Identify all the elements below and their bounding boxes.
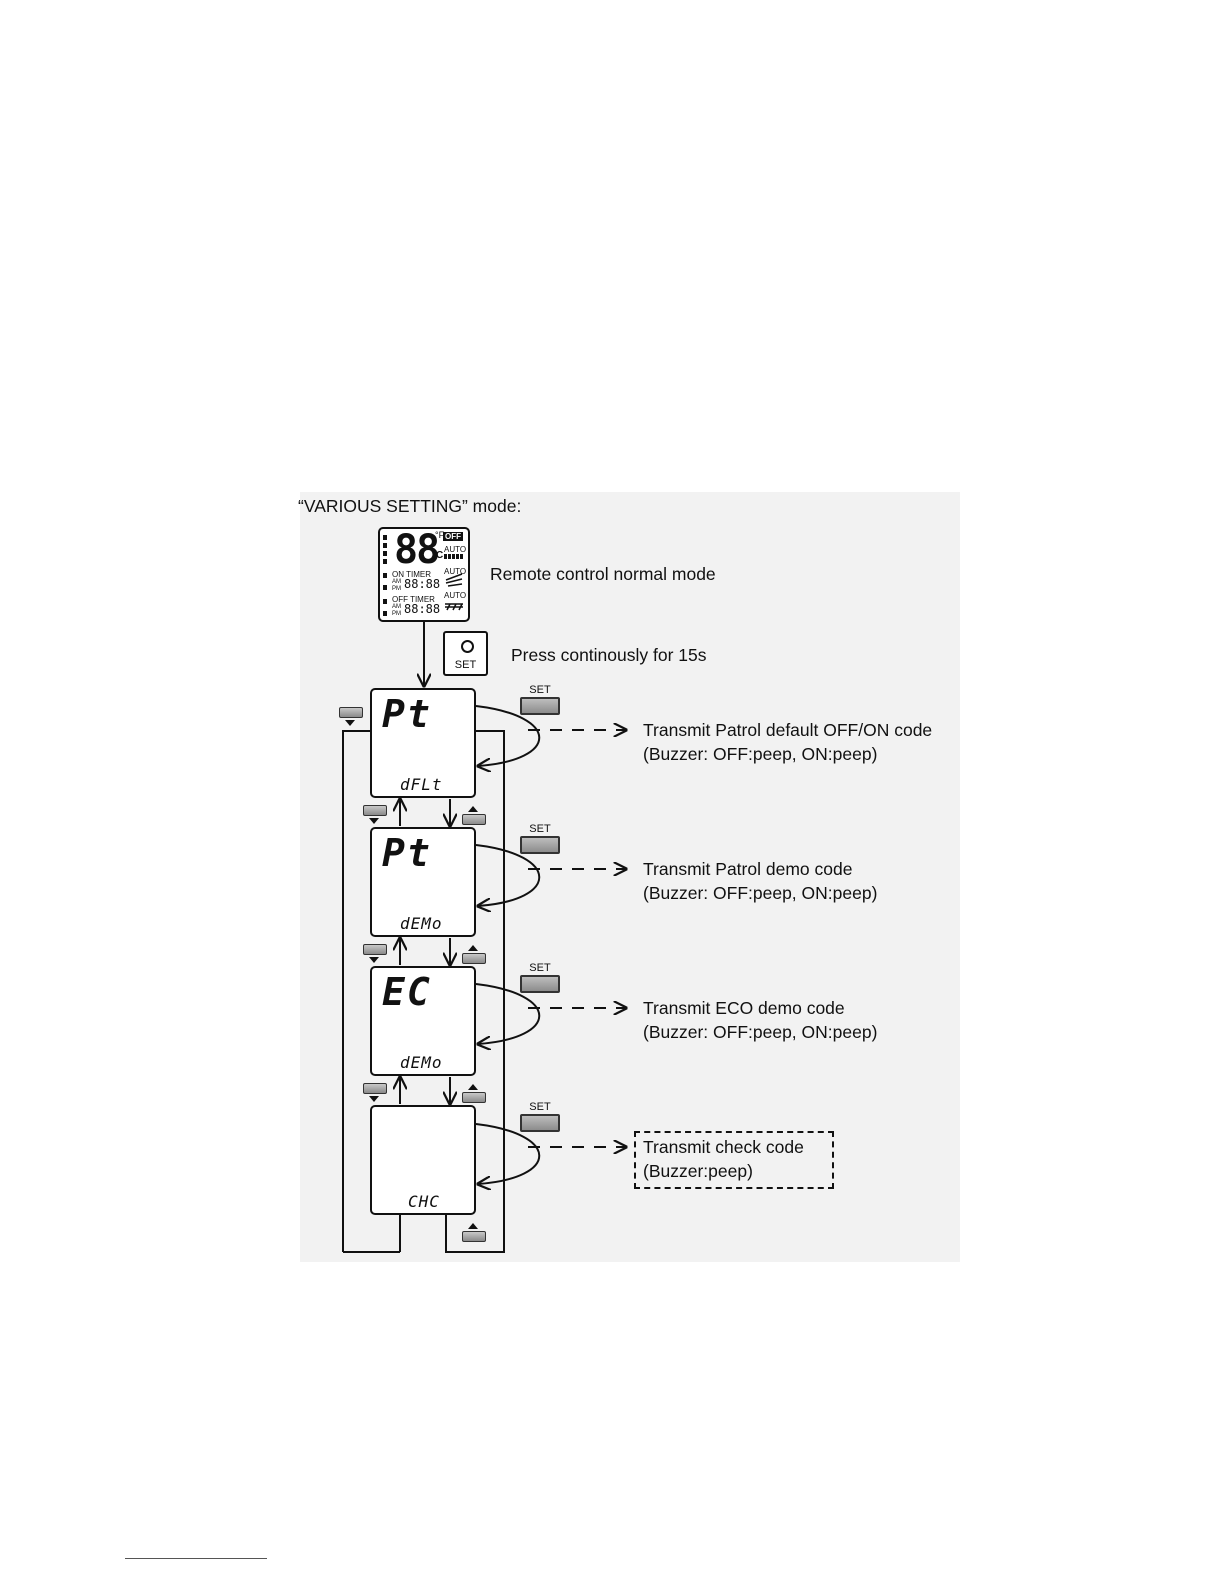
up-button-key xyxy=(462,1092,486,1103)
down-arrow-icon xyxy=(369,1096,379,1102)
lcd-step-patrol-demo: Pt dEMo xyxy=(370,827,476,937)
down-arrow-icon xyxy=(369,957,379,963)
remote-lcd-display: 88 °F C OFF AUTO AUTO AUTO ON TIMER AM P… xyxy=(378,527,470,622)
up-arrow-icon xyxy=(468,945,478,951)
on-timer-time: 88:88 xyxy=(404,577,441,591)
press-instruction: Press continously for 15s xyxy=(511,645,707,665)
down-button[interactable] xyxy=(363,1083,387,1105)
step-buzzer-note: (Buzzer:peep) xyxy=(643,1161,753,1181)
lcd-step-eco-demo: EC dEMo xyxy=(370,966,476,1076)
set-button[interactable]: SET xyxy=(518,962,562,993)
step-buzzer-note: (Buzzer: OFF:peep, ON:peep) xyxy=(643,1022,878,1042)
set-button-key xyxy=(520,1114,560,1132)
lcd-indicator xyxy=(383,551,387,556)
up-button[interactable] xyxy=(462,1082,486,1104)
am-label: AM xyxy=(392,579,401,585)
lcd-indicator xyxy=(383,535,387,540)
up-button[interactable] xyxy=(462,1221,486,1243)
lcd-bottom-code: dFLt xyxy=(400,775,443,794)
down-button-key xyxy=(339,707,363,718)
set-button-key xyxy=(520,697,560,715)
lcd-indicator xyxy=(383,611,387,616)
step-description: Transmit Patrol demo code xyxy=(643,859,853,879)
check-code-dashed-box xyxy=(634,1131,834,1189)
fan-and-louver-icon xyxy=(444,554,463,611)
step-buzzer-note: (Buzzer: OFF:peep, ON:peep) xyxy=(643,744,878,764)
down-arrow-icon xyxy=(345,720,355,726)
lcd-step-check-code: CHC xyxy=(370,1105,476,1215)
step-description: Transmit check code xyxy=(643,1137,804,1157)
off-timer-time: 88:88 xyxy=(404,602,441,616)
up-button[interactable] xyxy=(462,943,486,965)
am-label: AM xyxy=(392,604,401,610)
lcd-indicator xyxy=(383,543,387,548)
set-button-label: SET xyxy=(529,1101,551,1113)
up-button-key xyxy=(462,814,486,825)
set-button-label: SET xyxy=(529,823,551,835)
lcd-top-code: EC xyxy=(382,970,432,1014)
auto-label: AUTO xyxy=(444,567,467,576)
set-button[interactable]: SET xyxy=(518,1101,562,1132)
up-button-key xyxy=(462,1231,486,1242)
lcd-top-code: Pt xyxy=(382,692,432,736)
lcd-bottom-code: dEMo xyxy=(400,1053,443,1072)
pm-label: PM xyxy=(392,611,401,617)
celsius-unit: C xyxy=(436,550,444,561)
set-button[interactable]: SET xyxy=(518,684,562,715)
lcd-top-code: Pt xyxy=(382,831,432,875)
set-key[interactable]: SET xyxy=(443,631,488,676)
auto-label: AUTO xyxy=(444,545,467,554)
set-button-label: SET xyxy=(529,684,551,696)
footnote-divider xyxy=(125,1558,267,1559)
set-key-label: SET xyxy=(454,659,477,671)
step-description: Transmit ECO demo code xyxy=(643,998,845,1018)
set-button-label: SET xyxy=(529,962,551,974)
down-button-key xyxy=(363,944,387,955)
down-button[interactable] xyxy=(363,944,387,966)
set-button[interactable]: SET xyxy=(518,823,562,854)
up-button-key xyxy=(462,953,486,964)
auto-label: AUTO xyxy=(444,591,467,600)
lcd-bottom-code: CHC xyxy=(408,1192,440,1211)
step-description: Transmit Patrol default OFF/ON code xyxy=(643,720,933,740)
on-timer-label: ON TIMER xyxy=(392,570,431,579)
set-button-key xyxy=(520,975,560,993)
lcd-indicator xyxy=(383,585,387,590)
down-button-key xyxy=(363,805,387,816)
down-button-key xyxy=(363,1083,387,1094)
off-badge: OFF xyxy=(443,532,463,541)
lcd-step-patrol-default: Pt dFLt xyxy=(370,688,476,798)
set-key-dot-icon xyxy=(461,640,474,653)
lcd-indicator xyxy=(383,573,387,578)
step-buzzer-note: (Buzzer: OFF:peep, ON:peep) xyxy=(643,883,878,903)
lcd-indicator xyxy=(383,559,387,564)
down-arrow-icon xyxy=(369,818,379,824)
lcd-indicator xyxy=(383,599,387,604)
up-arrow-icon xyxy=(468,1084,478,1090)
fahrenheit-unit: °F xyxy=(435,530,445,540)
up-button[interactable] xyxy=(462,804,486,826)
up-arrow-icon xyxy=(468,1223,478,1229)
down-button[interactable] xyxy=(363,805,387,827)
set-button-key xyxy=(520,836,560,854)
temperature-digits: 88 xyxy=(394,527,440,573)
lcd-bottom-code: dEMo xyxy=(400,914,443,933)
pm-label: PM xyxy=(392,586,401,592)
diagram-title: “VARIOUS SETTING” mode: xyxy=(298,496,522,516)
up-arrow-icon xyxy=(468,806,478,812)
down-button[interactable] xyxy=(339,707,363,729)
remote-normal-mode-label: Remote control normal mode xyxy=(490,564,716,584)
off-timer-label: OFF TIMER xyxy=(392,595,435,604)
